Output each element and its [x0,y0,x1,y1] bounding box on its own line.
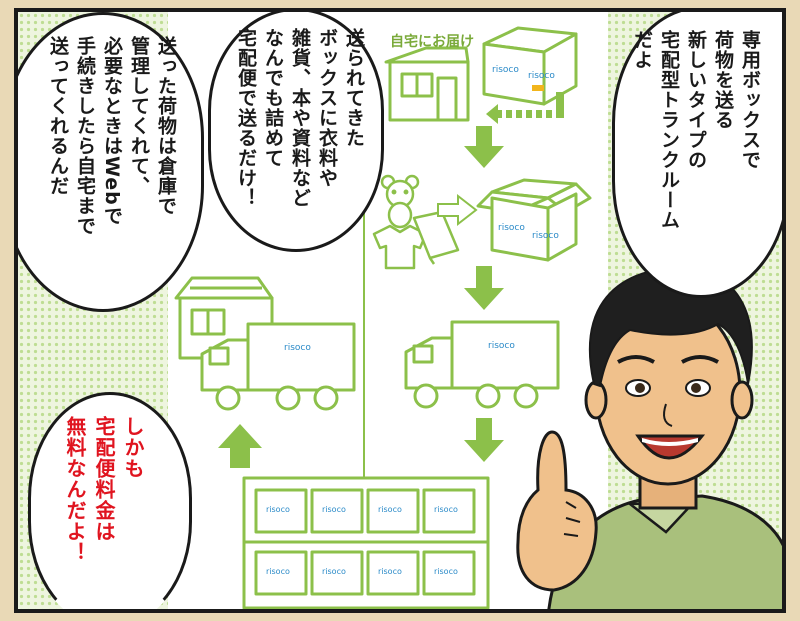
box-brand-text: risoco [434,505,458,514]
arrow-down-icon [464,418,504,462]
arrow-right-icon [437,193,478,227]
box-brand-text: risoco [266,505,290,514]
dashed-arrow-icon [486,92,564,124]
box-brand-text: risoco [322,505,346,514]
risoco-box-icon: risoco risoco [482,26,578,106]
arrow-down-icon [464,266,504,310]
arrow-down-icon [464,126,504,168]
box-brand-text: risoco [434,567,458,576]
box-brand-text: risoco [498,223,525,233]
book-icon [412,210,460,265]
arrow-up-icon [218,424,262,468]
speech-bubble-right [612,12,782,298]
box-brand-text: risoco [492,65,519,75]
speech-text-middle: 送られてきた ボックスに衣料や 雑貨、本や資料など なんでも詰めて 宅配便で送る… [235,28,365,208]
truck-brand-text: risoco [284,343,311,353]
box-brand-text: risoco [378,505,402,514]
storage-shelf-icon [242,476,490,609]
speech-bubble-bottom [28,392,192,609]
box-brand-text: risoco [322,567,346,576]
shirt-icon [372,224,428,270]
open-box-icon: risoco risoco [476,178,592,262]
box-brand-text: risoco [532,231,559,241]
comic-panel: risoco risoco [14,8,786,613]
speech-text-left: 送った荷物は倉庫で 管理してくれて、 必要なときはWebで 手続きしたら自宅まで… [47,36,177,236]
speech-text-bottom: しかも 宅配便料金は 無料なんだよ！ [63,416,145,563]
speech-text-right: 専用ボックスで 荷物を送る 新しいタイプの 宅配型トランクルーム だよ [631,30,761,230]
box-brand-text: risoco [266,567,290,576]
home-icon [384,46,470,122]
home-delivery-label: 自宅にお届け [390,34,474,50]
shelf-box-labels: risoco risoco risoco risoco risoco risoc… [266,505,458,576]
truck-brand-text: risoco [488,341,515,351]
box-brand-text: risoco [378,567,402,576]
truck-icon: risoco [200,322,356,411]
speech-bubble-left [18,12,204,312]
truck-icon: risoco [404,320,560,409]
speech-bubble-middle [208,12,384,252]
service-flow-diagram: risoco risoco [174,26,782,609]
box-brand-text: risoco [528,71,555,81]
teddy-bear-icon [380,174,420,229]
man-character-illustration [516,266,782,609]
